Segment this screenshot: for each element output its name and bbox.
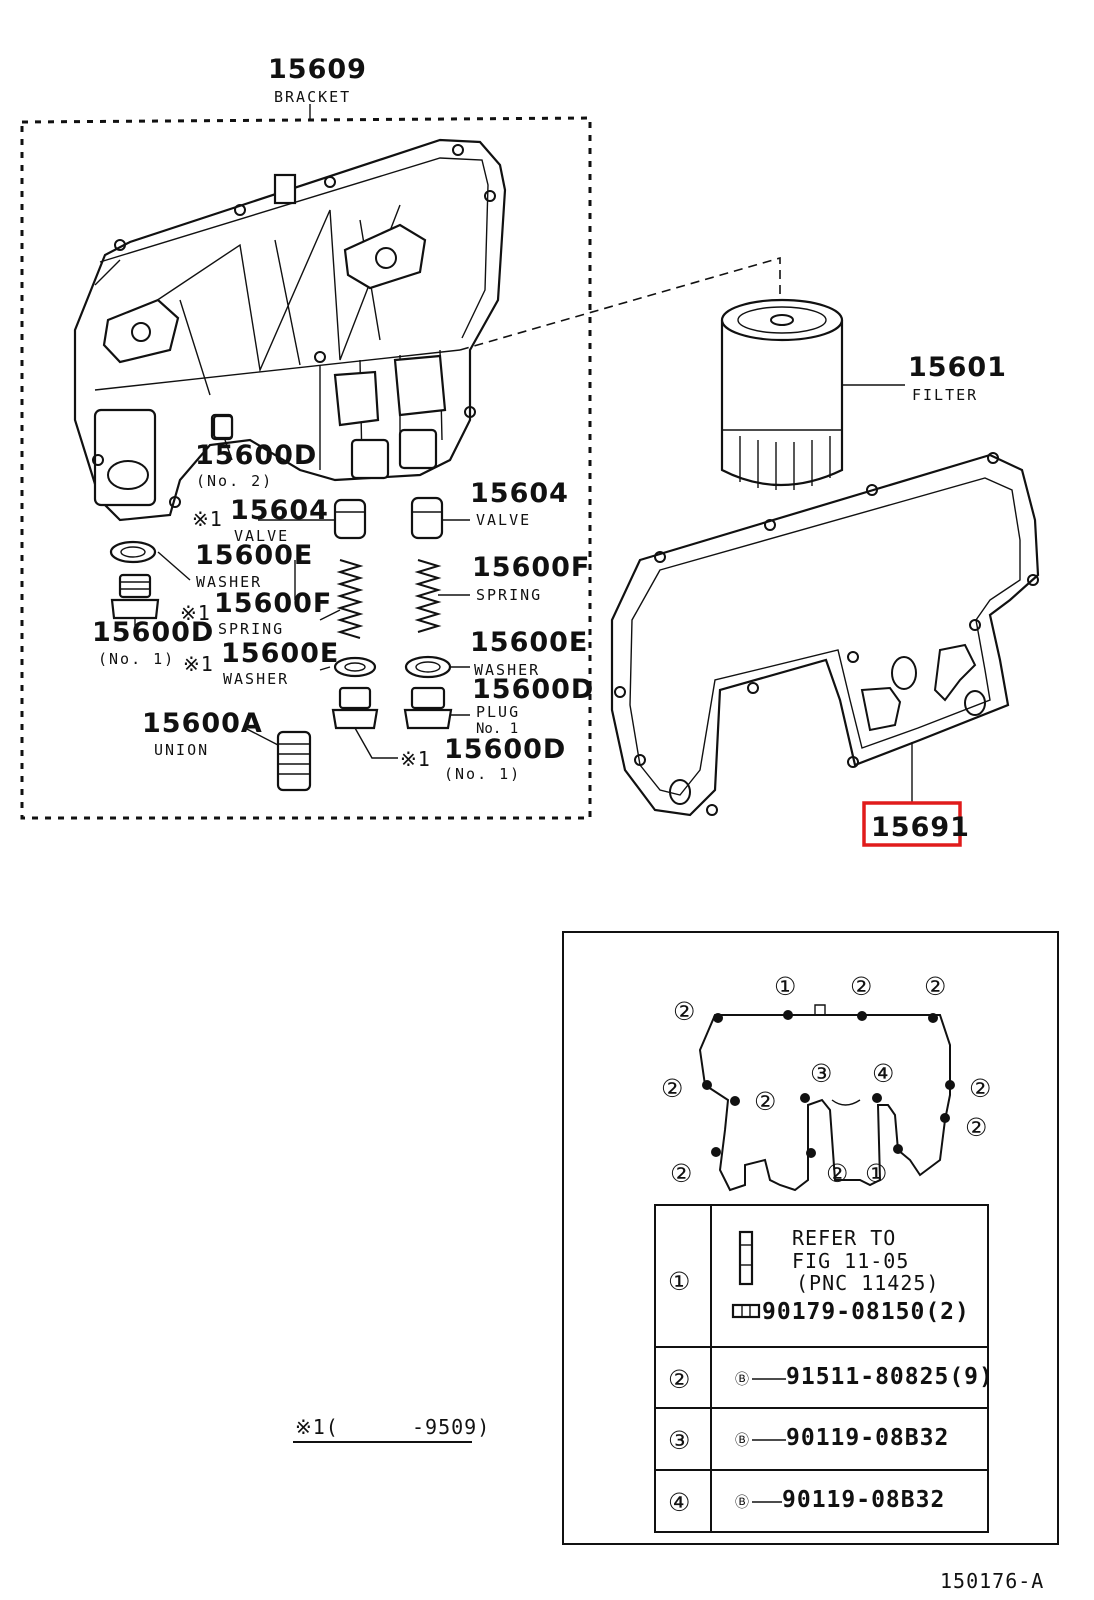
footnote-mark: ※1( xyxy=(295,1415,339,1439)
washer-right-name: WASHER xyxy=(474,661,540,679)
valve-right-part-number[interactable]: 15604 xyxy=(470,478,569,509)
bolt-type-b-icon: Ⓑ xyxy=(735,1372,749,1388)
bolt-callout-2-left: ② xyxy=(661,1074,683,1103)
plug-bottom-mark: ※1 xyxy=(400,747,431,771)
gasket-drawing xyxy=(610,452,1040,817)
spring-right-part-number[interactable]: 15600F xyxy=(472,552,590,583)
spring-right-drawing xyxy=(414,559,442,633)
plug-middle-drawing xyxy=(331,686,379,730)
washer-left-name: WASHER xyxy=(196,573,262,591)
valve-left-name: VALVE xyxy=(234,527,289,545)
spring-left-mark: ※1 xyxy=(180,601,211,625)
stud-bolt-icon xyxy=(738,1230,754,1286)
bolt-callout-2-bottom-middle: ② xyxy=(826,1159,848,1188)
bolt-table-refer: REFER TO xyxy=(792,1226,896,1250)
valve-left-drawing xyxy=(333,498,367,540)
bolt-table-row-2: ② Ⓑ 91511-80825(9) xyxy=(668,1364,994,1394)
bracket-casting xyxy=(73,138,507,522)
plug-right-part-number[interactable]: 15600D xyxy=(472,674,594,705)
valve-left-mark: ※1 xyxy=(192,507,223,531)
plug-no2-part-number[interactable]: 15600D xyxy=(195,440,317,471)
plug-right-drawing xyxy=(403,686,453,730)
bolt-type-b-icon: Ⓑ xyxy=(735,1495,749,1511)
plug-left-part-number[interactable]: 15600D xyxy=(92,617,214,648)
spring-right-name: SPRING xyxy=(476,586,542,604)
washer-middle-drawing xyxy=(333,656,377,678)
plug-left-drawing xyxy=(110,573,160,620)
bolt-callout-4: ④ xyxy=(872,1059,894,1088)
spring-left-part-number[interactable]: 15600F xyxy=(214,588,332,619)
valve-right-drawing xyxy=(410,496,444,540)
filter-name: FILTER xyxy=(912,386,978,404)
washer-right-part-number[interactable]: 15600E xyxy=(470,627,588,658)
washer-middle-mark: ※1 xyxy=(183,652,214,676)
bolt-table-key-2: ② xyxy=(668,1365,690,1394)
plug-right-name: PLUG xyxy=(476,703,520,721)
plug-bottom-part-number[interactable]: 15600D xyxy=(444,734,566,765)
gasket-highlight-box xyxy=(862,801,962,847)
oil-filter-drawing xyxy=(720,298,905,490)
washer-middle-part-number[interactable]: 15600E xyxy=(221,638,339,669)
washer-left-part-number[interactable]: 15600E xyxy=(195,540,313,571)
bolt-table-key-3: ③ xyxy=(668,1426,690,1455)
bolt-callout-2-right-b: ② xyxy=(965,1113,987,1142)
spring-left-name: SPRING xyxy=(218,620,284,638)
bolt-callout-2-bottom-left: ② xyxy=(670,1159,692,1188)
bolt-callout-1-bottom: ① xyxy=(865,1159,887,1188)
gasket-part-number[interactable]: 15691 xyxy=(871,812,970,843)
bolt-table-key-1: ① xyxy=(668,1267,690,1296)
footnote-range: -9509) xyxy=(412,1415,490,1439)
bolt-table-part-3[interactable]: 90119-08B32 xyxy=(786,1425,949,1451)
bolt-map-gasket-outline xyxy=(698,1004,951,1192)
bolt-callout-2-top-b: ② xyxy=(924,972,946,1001)
bracket-part-number[interactable]: 15609 xyxy=(268,54,367,85)
union-part-number[interactable]: 15600A xyxy=(142,708,263,739)
plug-no2-subtitle: (No. 2) xyxy=(196,472,273,490)
plug-no2-drawing xyxy=(212,414,234,440)
bolt-callout-2-right-a: ② xyxy=(969,1074,991,1103)
plug-right-subtitle: No. 1 xyxy=(476,721,518,737)
washer-middle-name: WASHER xyxy=(223,670,289,688)
valve-left-part-number[interactable]: 15604 xyxy=(230,495,329,526)
union-name: UNION xyxy=(154,741,209,759)
figure-reference-code: 150176-A xyxy=(940,1569,1044,1593)
bolt-table-part-4[interactable]: 90119-08B32 xyxy=(782,1487,945,1513)
bolt-callout-2-top-a: ② xyxy=(850,972,872,1001)
bolt-callout-2-top-left: ② xyxy=(673,997,695,1026)
bolt-callout-3: ③ xyxy=(810,1059,832,1088)
bolt-table xyxy=(654,1204,989,1533)
bolt-table-part-1[interactable]: 90179-08150(2) xyxy=(762,1299,970,1325)
bolt-callout-2-middle: ② xyxy=(754,1087,776,1116)
plug-left-subtitle: (No. 1) xyxy=(98,650,175,668)
bolt-table-pnc: (PNC 11425) xyxy=(796,1271,939,1295)
plug-bottom-subtitle: (No. 1) xyxy=(444,765,521,783)
bracket-group-frame xyxy=(20,104,592,820)
union-drawing xyxy=(276,730,312,792)
bolt-table-key-4: ④ xyxy=(668,1488,690,1517)
spring-left-drawing xyxy=(336,559,364,639)
bolt-table-row-4: ④ Ⓑ 90119-08B32 xyxy=(668,1487,945,1517)
washer-right-drawing xyxy=(404,655,452,679)
valve-right-name: VALVE xyxy=(476,511,531,529)
nut-icon xyxy=(731,1303,761,1319)
filter-part-number[interactable]: 15601 xyxy=(908,352,1007,383)
bolt-callout-1-top: ① xyxy=(774,972,796,1001)
bracket-name: BRACKET xyxy=(274,88,351,106)
bolt-map-inset-frame xyxy=(562,931,1059,1545)
bolt-table-fig[interactable]: FIG 11-05 xyxy=(792,1249,909,1273)
leader-lines xyxy=(134,256,781,759)
bolt-table-part-2[interactable]: 91511-80825(9) xyxy=(786,1364,994,1390)
washer-left-drawing xyxy=(109,540,157,564)
bolt-type-b-icon: Ⓑ xyxy=(735,1433,749,1449)
bolt-table-row-1: ① REFER TO FIG 11-05 (PNC 11425) 90179-0… xyxy=(668,1226,970,1325)
bolt-table-row-3: ③ Ⓑ 90119-08B32 xyxy=(668,1425,949,1455)
bolt-map-bolt-points xyxy=(702,1010,955,1158)
